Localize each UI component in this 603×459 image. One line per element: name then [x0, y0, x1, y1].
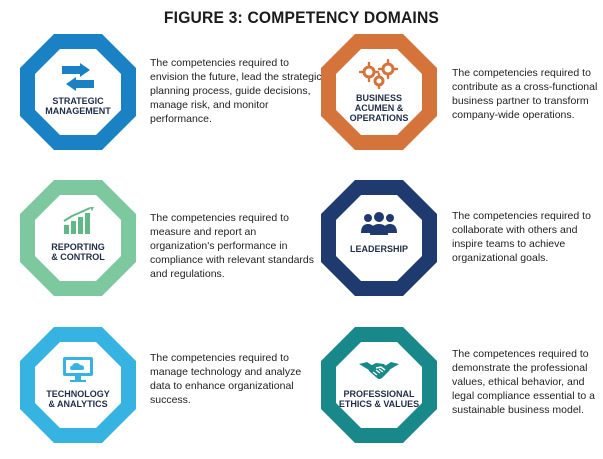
gears-icon [321, 59, 437, 89]
domain-label: STRATEGIC MANAGEMENT [45, 96, 111, 116]
domain-label: REPORTING & CONTROL [51, 242, 105, 262]
domain-description: The competencies required to collaborate… [452, 210, 591, 264]
domain-description: The competencies required to measure and… [150, 212, 315, 280]
swap-arrows-icon [20, 63, 136, 91]
domain-description: The competencies required to manage tech… [150, 352, 302, 406]
domain-badge: BUSINESS ACUMEN & OPERATIONS [321, 34, 437, 150]
bar-chart-icon [20, 207, 136, 235]
octagon-shape [20, 327, 136, 443]
figure-title: FIGURE 3: COMPETENCY DOMAINS [163, 8, 440, 27]
domain-label: BUSINESS ACUMEN & OPERATIONS [349, 93, 409, 123]
octagon-shape [321, 34, 437, 150]
domain-badge: LEADERSHIP [321, 180, 437, 296]
octagon-shape [20, 34, 136, 150]
octagon-shape [321, 327, 437, 443]
domain-label: LEADERSHIP [349, 244, 408, 254]
handshake-icon [321, 358, 437, 382]
domain-label: TECHNOLOGY & ANALYTICS [46, 389, 110, 409]
octagon-shape [321, 180, 437, 296]
domain-description: The competencies required to envision th… [150, 57, 322, 125]
domain-badge: STRATEGIC MANAGEMENT [20, 34, 136, 150]
domain-description: The competencies required to contribute … [452, 67, 598, 121]
domain-badge: REPORTING & CONTROL [20, 180, 136, 296]
domain-description: The competences required to demonstrate … [452, 348, 596, 416]
domain-badge: TECHNOLOGY & ANALYTICS [20, 327, 136, 443]
team-icon [321, 211, 437, 235]
domain-label: PROFESSIONAL ETHICS & VALUES [338, 389, 420, 409]
cloud-monitor-icon [20, 355, 136, 383]
octagon-shape [20, 180, 136, 296]
domain-badge: PROFESSIONAL ETHICS & VALUES [321, 327, 437, 443]
